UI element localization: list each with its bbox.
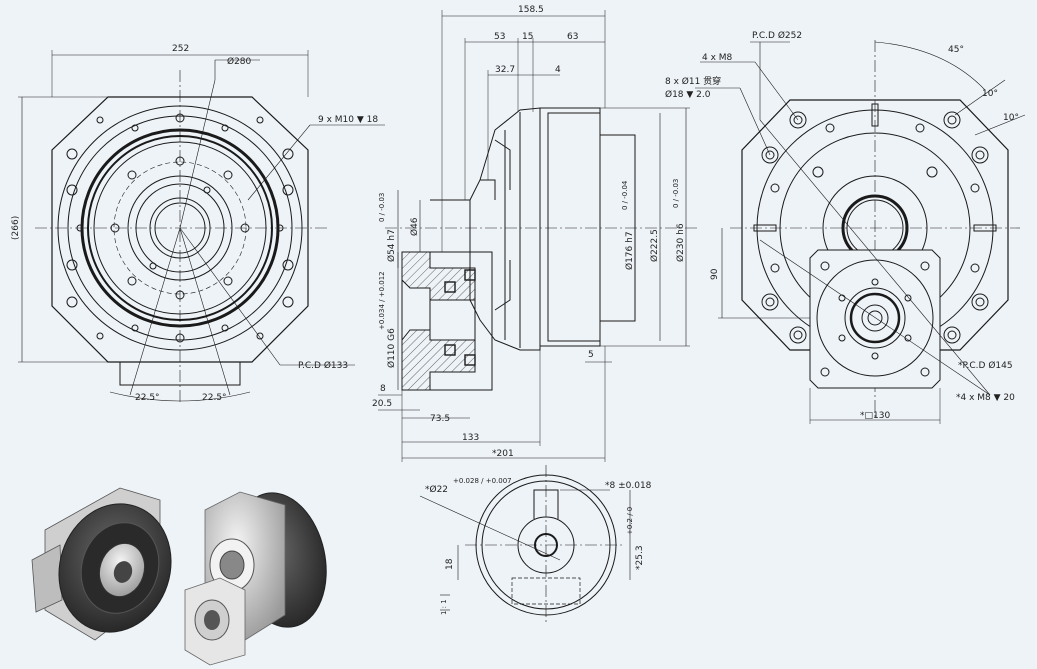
right-angle-45: 45° <box>948 45 964 55</box>
side-tol-54: 0 / -0.03 <box>378 193 386 222</box>
side-seg-63: 63 <box>567 32 578 42</box>
side-tol-230: 0 / -0.03 <box>672 179 680 208</box>
shaft-key-8: *8 ±0.018 <box>605 481 652 491</box>
front-ring-6 <box>127 175 233 281</box>
front-ring-2 <box>80 128 280 328</box>
side-total-top: 158.5 <box>518 5 544 15</box>
side-output-bore <box>401 251 493 391</box>
side-seg-53: 53 <box>494 32 505 42</box>
front-ring-4 <box>93 141 267 315</box>
front-view <box>18 50 385 405</box>
front-ring-8 <box>149 197 211 259</box>
front-base-tab <box>119 362 241 386</box>
side-view <box>378 10 700 462</box>
shaft-d-25-3: *25.3 <box>635 545 645 570</box>
shaft-tol-22: +0.028 / +0.007 <box>453 477 512 485</box>
shaft-ratio: 1 : 1 <box>440 599 448 615</box>
side-d-201: *201 <box>492 449 514 459</box>
front-inner-bolts <box>110 156 250 300</box>
side-output-upper <box>401 251 476 301</box>
front-angle-right: 22.5° <box>202 393 227 403</box>
front-outer-bolts <box>66 113 294 343</box>
shaft-tol-25-3: +0.2 / 0 <box>626 507 634 535</box>
front-ring-7 <box>135 183 225 273</box>
front-ring-1 <box>67 115 293 341</box>
side-dia-46: Ø46 <box>409 217 420 236</box>
side-d-20-5: 20.5 <box>372 399 392 409</box>
right-pcd-145: *P.C.D Ø145 <box>958 360 1013 371</box>
front-flange-ring <box>57 105 303 351</box>
front-thread-holes: 9 x M10 ▼ 18 <box>318 115 378 125</box>
front-outer-diameter: Ø280 <box>227 56 252 67</box>
right-angle-10a: 10° <box>982 89 998 99</box>
render-left <box>31 487 172 641</box>
right-corner-holes <box>761 111 989 344</box>
shaft-dia-22: *Ø22 <box>425 484 448 495</box>
front-ring-5 <box>113 161 247 295</box>
right-holes-11: 8 x Ø11 贯穿 <box>665 75 721 87</box>
front-height-label: (266) <box>11 216 21 240</box>
side-dia-230: Ø230 h6 <box>675 223 686 262</box>
right-holes-m8: 4 x M8 <box>702 53 733 63</box>
side-seg-15: 15 <box>522 32 533 42</box>
side-d-5: 5 <box>588 350 594 360</box>
right-square-130: *□130 <box>860 411 890 421</box>
side-seg-32-7: 32.7 <box>495 65 515 75</box>
side-d-73-5: 73.5 <box>430 414 450 424</box>
side-flange <box>539 107 601 347</box>
right-adapter-plate <box>809 249 941 389</box>
right-holes-18: Ø18 ▼ 2.0 <box>665 89 711 100</box>
side-tol-176: 0 / -0.04 <box>621 180 629 210</box>
front-ring-3 <box>87 135 273 321</box>
front-ring-9 <box>154 202 206 254</box>
right-view <box>695 40 1026 424</box>
front-pcd: P.C.D Ø133 <box>298 360 348 371</box>
right-pcd-252: P.C.D Ø252 <box>752 30 802 41</box>
right-d-90: 90 <box>710 268 720 280</box>
right-angle-10b: 10° <box>1003 113 1019 123</box>
side-d-8: 8 <box>380 384 386 394</box>
front-width-label: 252 <box>172 44 189 54</box>
side-output-lower <box>401 329 476 391</box>
shaft-d-18: 18 <box>445 558 455 570</box>
front-housing <box>51 96 309 363</box>
side-tol-110: +0.034 / +0.012 <box>378 271 386 330</box>
side-d-133: 133 <box>462 433 479 443</box>
front-angle-left: 22.5° <box>135 393 160 403</box>
right-holes-m8-20: *4 x M8 ▼ 20 <box>956 393 1015 403</box>
shaft-view <box>419 465 631 625</box>
side-seg-4: 4 <box>555 65 561 75</box>
side-dia-110: Ø110 G6 <box>386 328 397 368</box>
side-dia-222: Ø222.5 <box>649 229 660 262</box>
side-dia-176: Ø176 h7 <box>624 231 635 270</box>
right-housing <box>741 99 1009 351</box>
render-right <box>184 491 327 666</box>
side-dia-54: Ø54 h7 <box>386 229 397 262</box>
